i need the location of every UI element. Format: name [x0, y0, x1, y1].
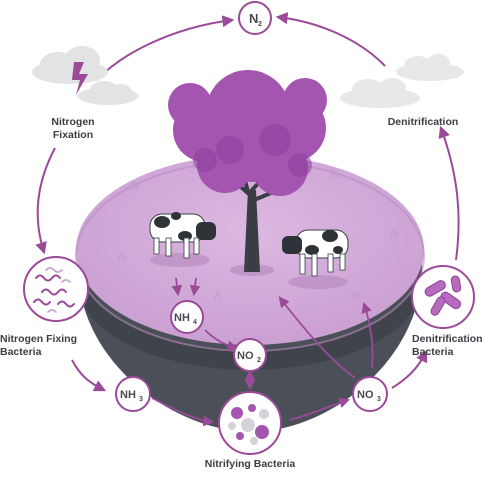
nitrogen-fixing-bacteria-icon: [23, 256, 89, 322]
arrow-no3-to-cow: [361, 301, 374, 369]
cloud-right: [340, 54, 464, 108]
inner-arrows: [151, 277, 374, 427]
arrow-fixation-to-bacteria: [35, 147, 56, 255]
nh4-sub: 4: [193, 319, 197, 326]
label-denitrification-bacteria: Denitrification Bacteria: [412, 333, 483, 358]
no2-sub: 2: [257, 357, 261, 364]
label-nitrogen-fixation: Nitrogen Fixation: [51, 116, 95, 141]
label-nitrogen-fixing-bacteria: Nitrogen Fixing Bacteria: [0, 333, 77, 358]
soil-rim: [78, 255, 422, 370]
arrow-bacteria-to-nh3: [71, 359, 107, 392]
label-denitrification: Denitrification: [387, 116, 459, 128]
arrow-denitrification-to-n2: [275, 12, 386, 67]
label-nitrifying-bacteria: Nitrifying Bacteria: [204, 458, 296, 470]
node-no3: NO 3: [352, 376, 388, 412]
nh3-label: NH: [120, 389, 136, 401]
arrow-nh4-to-no2: [204, 329, 239, 351]
no2-label: NO: [237, 350, 254, 362]
no3-sub: 3: [377, 396, 381, 403]
arrow-nh3-to-nitrifying: [151, 397, 215, 427]
node-nh4: NH 4: [170, 300, 204, 334]
arrow-cow-to-nh4-b: [189, 277, 201, 297]
lightning-icon: [72, 62, 88, 95]
arrow-nitrifying-to-no3: [289, 397, 351, 421]
denitrification-bacteria-icon: [411, 265, 475, 329]
nitrifying-bacteria-icon: [218, 391, 282, 455]
n2-label: N: [249, 11, 258, 26]
grass-tufts: [117, 169, 399, 301]
n2-sub: 2: [258, 21, 262, 28]
tree: [168, 70, 327, 276]
node-no2: NO 2: [233, 338, 267, 372]
cow-right: [282, 229, 349, 289]
arrow-no3-to-denitrification: [391, 349, 428, 389]
node-nh3: NH 3: [115, 376, 151, 412]
no3-label: NO: [357, 389, 374, 401]
arrow-n2-to-fixation: [96, 15, 235, 81]
nh3-sub: 3: [139, 396, 143, 403]
arrow-cow-to-nh4-a: [171, 277, 183, 297]
nh4-label: NH: [174, 312, 190, 324]
arrow-denitrification-down: [438, 125, 460, 261]
storm-cloud: [32, 46, 138, 105]
node-n2: N 2: [238, 1, 272, 35]
arrow-no3-to-tree: [278, 296, 356, 379]
cow-left: [149, 212, 216, 267]
